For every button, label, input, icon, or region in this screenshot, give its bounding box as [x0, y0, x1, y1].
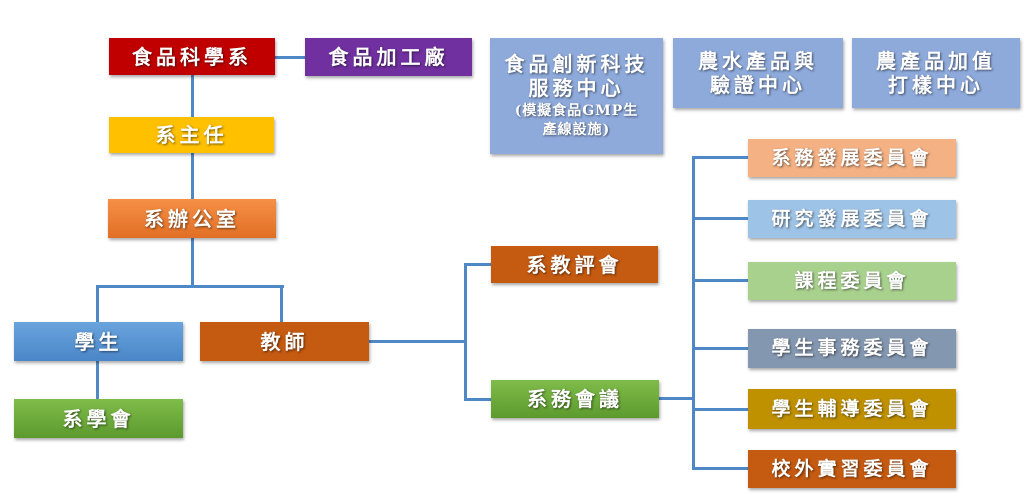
committee-student-affairs: 學生事務委員會 — [748, 329, 956, 368]
value-center-line2: 打樣中心 — [888, 73, 984, 97]
innovation-center-note: (模擬食品GMP生 產線設施) — [515, 102, 639, 140]
department-meeting-node: 系務會議 — [491, 380, 659, 418]
connector-branch-vertical — [464, 263, 467, 400]
innovation-center-line1: 食品創新科技 — [504, 52, 649, 77]
committee-development: 系務發展委員會 — [748, 139, 956, 177]
innovation-center-node: 食品創新科技 服務中心 (模擬食品GMP生 產線設施) — [490, 38, 663, 154]
department-label: 食品科學系 — [132, 44, 252, 69]
committee-internship: 校外實習委員會 — [748, 450, 956, 488]
connector-committee-5 — [692, 408, 748, 411]
inspection-center-line1: 農水產品與 — [698, 49, 818, 73]
committee-label: 研究發展委員會 — [771, 207, 933, 230]
connector-students-association — [96, 361, 99, 399]
connector-dept-factory — [275, 56, 305, 59]
committee-label: 學生輔導委員會 — [771, 397, 933, 420]
committee-curriculum: 課程委員會 — [748, 262, 956, 300]
value-center-line1: 農產品加值 — [876, 49, 996, 73]
inspection-center-line2: 驗證中心 — [710, 73, 806, 97]
connector-committee-1 — [692, 156, 748, 159]
student-association-node: 系學會 — [14, 399, 183, 438]
evaluation-committee-label: 系教評會 — [526, 252, 623, 277]
connector-committee-6 — [692, 467, 748, 470]
food-factory-label: 食品加工廠 — [328, 45, 449, 69]
innovation-center-note2: 產線設施) — [542, 122, 611, 138]
faculty-node: 教師 — [200, 322, 369, 361]
office-label: 系辦公室 — [144, 206, 240, 231]
department-meeting-label: 系務會議 — [527, 387, 623, 411]
innovation-center-line2: 服務中心 — [528, 76, 625, 101]
connector-split-horizontal — [96, 285, 284, 288]
connector-chair-office — [191, 153, 194, 199]
connector-to-faculty — [280, 285, 283, 322]
committee-student-guidance: 學生輔導委員會 — [748, 389, 956, 429]
connector-committee-4 — [692, 347, 748, 350]
committee-label: 校外實習委員會 — [771, 457, 933, 480]
faculty-label: 教師 — [260, 329, 309, 354]
connector-to-evaluation — [464, 263, 491, 266]
office-node: 系辦公室 — [108, 199, 276, 238]
chair-label: 系主任 — [155, 123, 228, 147]
food-factory-node: 食品加工廠 — [305, 38, 472, 76]
connector-to-meeting — [464, 398, 491, 401]
evaluation-committee-node: 系教評會 — [491, 246, 658, 283]
connector-office-split — [191, 238, 194, 287]
chair-node: 系主任 — [109, 117, 274, 153]
connector-faculty-branch — [369, 340, 466, 343]
connector-committees-vertical — [692, 156, 695, 470]
connector-committee-2 — [692, 217, 748, 220]
students-label: 學生 — [74, 329, 123, 354]
connector-dept-chair — [191, 75, 194, 117]
committee-label: 課程委員會 — [794, 269, 910, 292]
connector-committee-3 — [692, 279, 748, 282]
connector-meeting-committees — [659, 397, 695, 400]
committee-research: 研究發展委員會 — [748, 200, 956, 238]
innovation-center-note1: (模擬食品GMP生 — [514, 103, 639, 120]
student-association-label: 系學會 — [62, 406, 135, 431]
inspection-center-node: 農水產品與 驗證中心 — [673, 38, 843, 108]
value-center-node: 農產品加值 打樣中心 — [852, 38, 1020, 108]
connector-to-students — [96, 285, 99, 322]
committee-label: 系務發展委員會 — [771, 146, 933, 169]
department-node: 食品科學系 — [109, 38, 275, 75]
students-node: 學生 — [14, 322, 183, 361]
committee-label: 學生事務委員會 — [771, 337, 933, 360]
